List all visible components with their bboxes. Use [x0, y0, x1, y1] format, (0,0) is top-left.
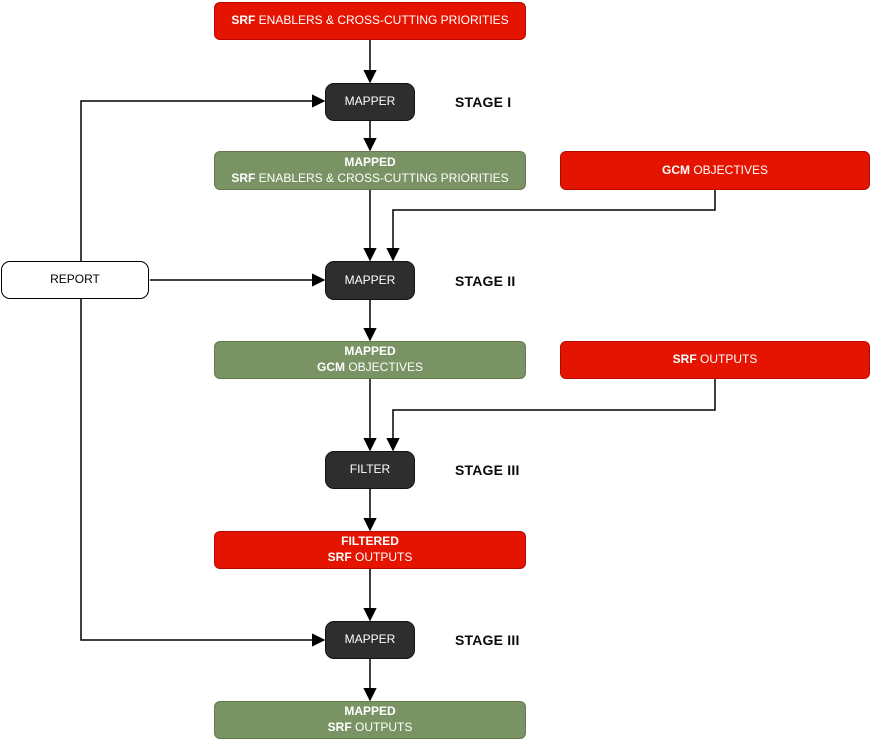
edge-report-to-mapper1	[80, 94, 326, 261]
stage3-mapper-label: STAGE III	[455, 632, 520, 648]
filtered-outputs-line1: FILTERED	[341, 534, 399, 549]
mapped-outputs-node: MAPPED SRF OUTPUTS	[214, 701, 526, 739]
mapper-stage1-label: MAPPER	[344, 94, 396, 109]
mapper-stage3-label: MAPPER	[344, 632, 396, 647]
mapper-stage1-node: MAPPER	[325, 83, 415, 121]
mapped-enablers-node: MAPPED SRF ENABLERS & CROSS-CUTTING PRIO…	[214, 151, 526, 190]
mapper-stage2-node: MAPPER	[325, 261, 415, 300]
mapped-gcm-line1: MAPPED	[344, 344, 396, 359]
srf-enablers-node: SRF ENABLERS & CROSS-CUTTING PRIORITIES	[214, 2, 526, 40]
mapper-stage3-node: MAPPER	[325, 621, 415, 659]
edge-report-to-mapper3	[80, 299, 326, 647]
report-node: REPORT	[1, 261, 149, 299]
srf-outputs-node: SRF OUTPUTS	[560, 341, 870, 379]
filtered-outputs-node: FILTERED SRF OUTPUTS	[214, 531, 526, 569]
gcm-objectives-node: GCM OBJECTIVES	[560, 151, 870, 190]
stage3-filter-label: STAGE III	[455, 462, 520, 478]
mapper-stage2-label: MAPPER	[344, 272, 396, 287]
edge-srf-outputs-to-filter	[386, 379, 716, 452]
mapped-enablers-line1: MAPPED	[344, 154, 396, 169]
mapped-gcm-line2: GCM OBJECTIVES	[316, 360, 424, 374]
srf-outputs-label: SRF OUTPUTS	[672, 352, 758, 367]
mapped-outputs-line2: SRF OUTPUTS	[327, 720, 413, 734]
report-label: REPORT	[50, 272, 100, 287]
srf-enablers-label: SRF ENABLERS & CROSS-CUTTING PRIORITIES	[231, 13, 509, 28]
mapped-gcm-node: MAPPED GCM OBJECTIVES	[214, 341, 526, 379]
mapped-enablers-line2: SRF ENABLERS & CROSS-CUTTING PRIORITIES	[231, 170, 509, 185]
stage1-label: STAGE I	[455, 94, 512, 110]
stage2-label: STAGE II	[455, 272, 516, 289]
filter-label: FILTER	[349, 462, 391, 477]
gcm-objectives-label: GCM OBJECTIVES	[661, 162, 769, 177]
mapped-outputs-line1: MAPPED	[344, 704, 396, 719]
filter-node: FILTER	[325, 451, 415, 489]
edge-gcm-to-mapper2	[386, 190, 716, 262]
filtered-outputs-line2: SRF OUTPUTS	[327, 550, 413, 564]
